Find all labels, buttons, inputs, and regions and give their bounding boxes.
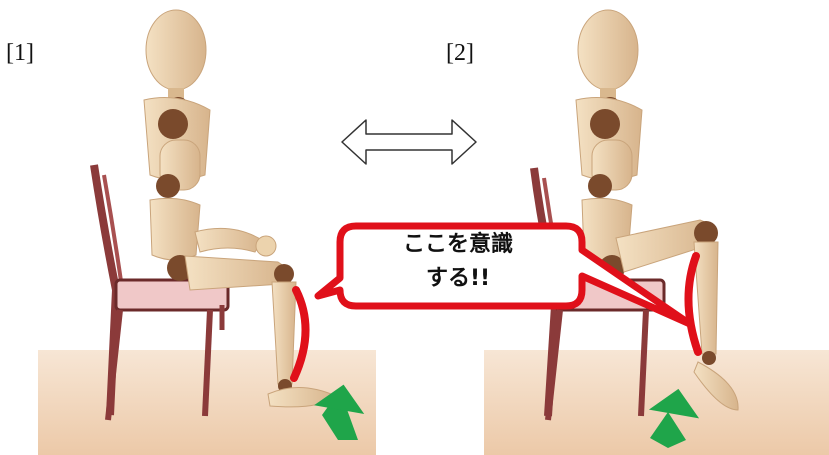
muscle-highlight xyxy=(290,286,310,382)
green-up-arrow-icon xyxy=(648,388,700,448)
speech-callout xyxy=(314,222,694,328)
double-headed-arrow-icon xyxy=(341,119,477,165)
panel-2-scene xyxy=(484,9,829,455)
panel-1-scene xyxy=(38,9,376,455)
callout-text: ここを意識 する!! xyxy=(338,228,578,296)
panel-1-label: [1] xyxy=(6,40,34,66)
green-up-arrow-icon xyxy=(314,384,365,440)
callout-line-1: ここを意識 xyxy=(402,232,513,257)
mannequin xyxy=(143,9,337,408)
muscle-highlight xyxy=(684,252,702,356)
panel-2-label: [2] xyxy=(446,40,474,66)
callout-line-2: する!! xyxy=(425,266,491,291)
